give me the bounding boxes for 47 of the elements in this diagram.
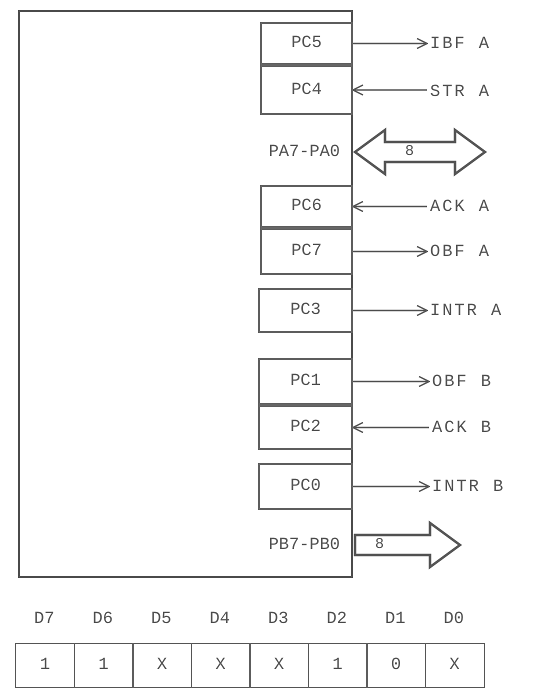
signal-label: INTR B <box>432 473 542 501</box>
signal-label: ACK B <box>432 414 542 442</box>
signal-label: OBF A <box>430 238 540 266</box>
arrow <box>353 480 430 492</box>
bit-value-cell: 0 <box>366 643 426 688</box>
bus-arrow <box>354 520 462 570</box>
pin-box: PC0 <box>258 463 353 510</box>
bit-header: D6 <box>92 608 114 630</box>
pin-box: PC7 <box>260 228 353 275</box>
pin-box: PC1 <box>258 358 353 405</box>
port-label: PB7-PB0 <box>180 531 340 559</box>
bit-header: D0 <box>442 608 465 630</box>
bit-header: D3 <box>267 608 290 630</box>
arrow <box>353 376 430 388</box>
bit-value-cell: X <box>424 643 484 688</box>
arrow <box>353 304 428 316</box>
bit-value-cell: 1 <box>74 643 134 688</box>
bit-value-cell: X <box>190 643 250 688</box>
bit-value-cell: 1 <box>308 643 368 688</box>
arrow <box>352 84 427 96</box>
bit-header: D2 <box>326 608 348 630</box>
pin-box: PC3 <box>258 288 353 333</box>
bit-value-cell: 1 <box>15 643 75 688</box>
arrow <box>352 200 427 212</box>
signal-label: STR A <box>430 78 540 106</box>
pin-box: PC4 <box>260 65 353 115</box>
bit-header: D5 <box>150 608 172 630</box>
bit-header: D7 <box>33 608 56 630</box>
port-label: PA7-PA0 <box>180 138 340 166</box>
bit-value-cell: X <box>249 643 309 688</box>
pin-box: PC2 <box>258 405 353 450</box>
chip-block <box>18 10 353 578</box>
signal-label: ACK A <box>430 193 540 221</box>
bit-value-cell: X <box>132 643 192 688</box>
bus-arrow <box>352 128 488 176</box>
pin-box: PC6 <box>260 185 353 228</box>
signal-label: IBF A <box>430 30 540 58</box>
signal-label: OBF B <box>432 368 542 396</box>
bit-header: D4 <box>208 608 231 630</box>
pin-box: PC5 <box>260 22 353 65</box>
bus-width-label: 8 <box>405 142 414 162</box>
bit-header: D1 <box>384 608 406 630</box>
arrow <box>352 422 429 434</box>
bus-width-label: 8 <box>375 535 384 555</box>
arrow <box>353 246 428 258</box>
arrow <box>353 38 428 50</box>
signal-label: INTR A <box>430 297 540 325</box>
